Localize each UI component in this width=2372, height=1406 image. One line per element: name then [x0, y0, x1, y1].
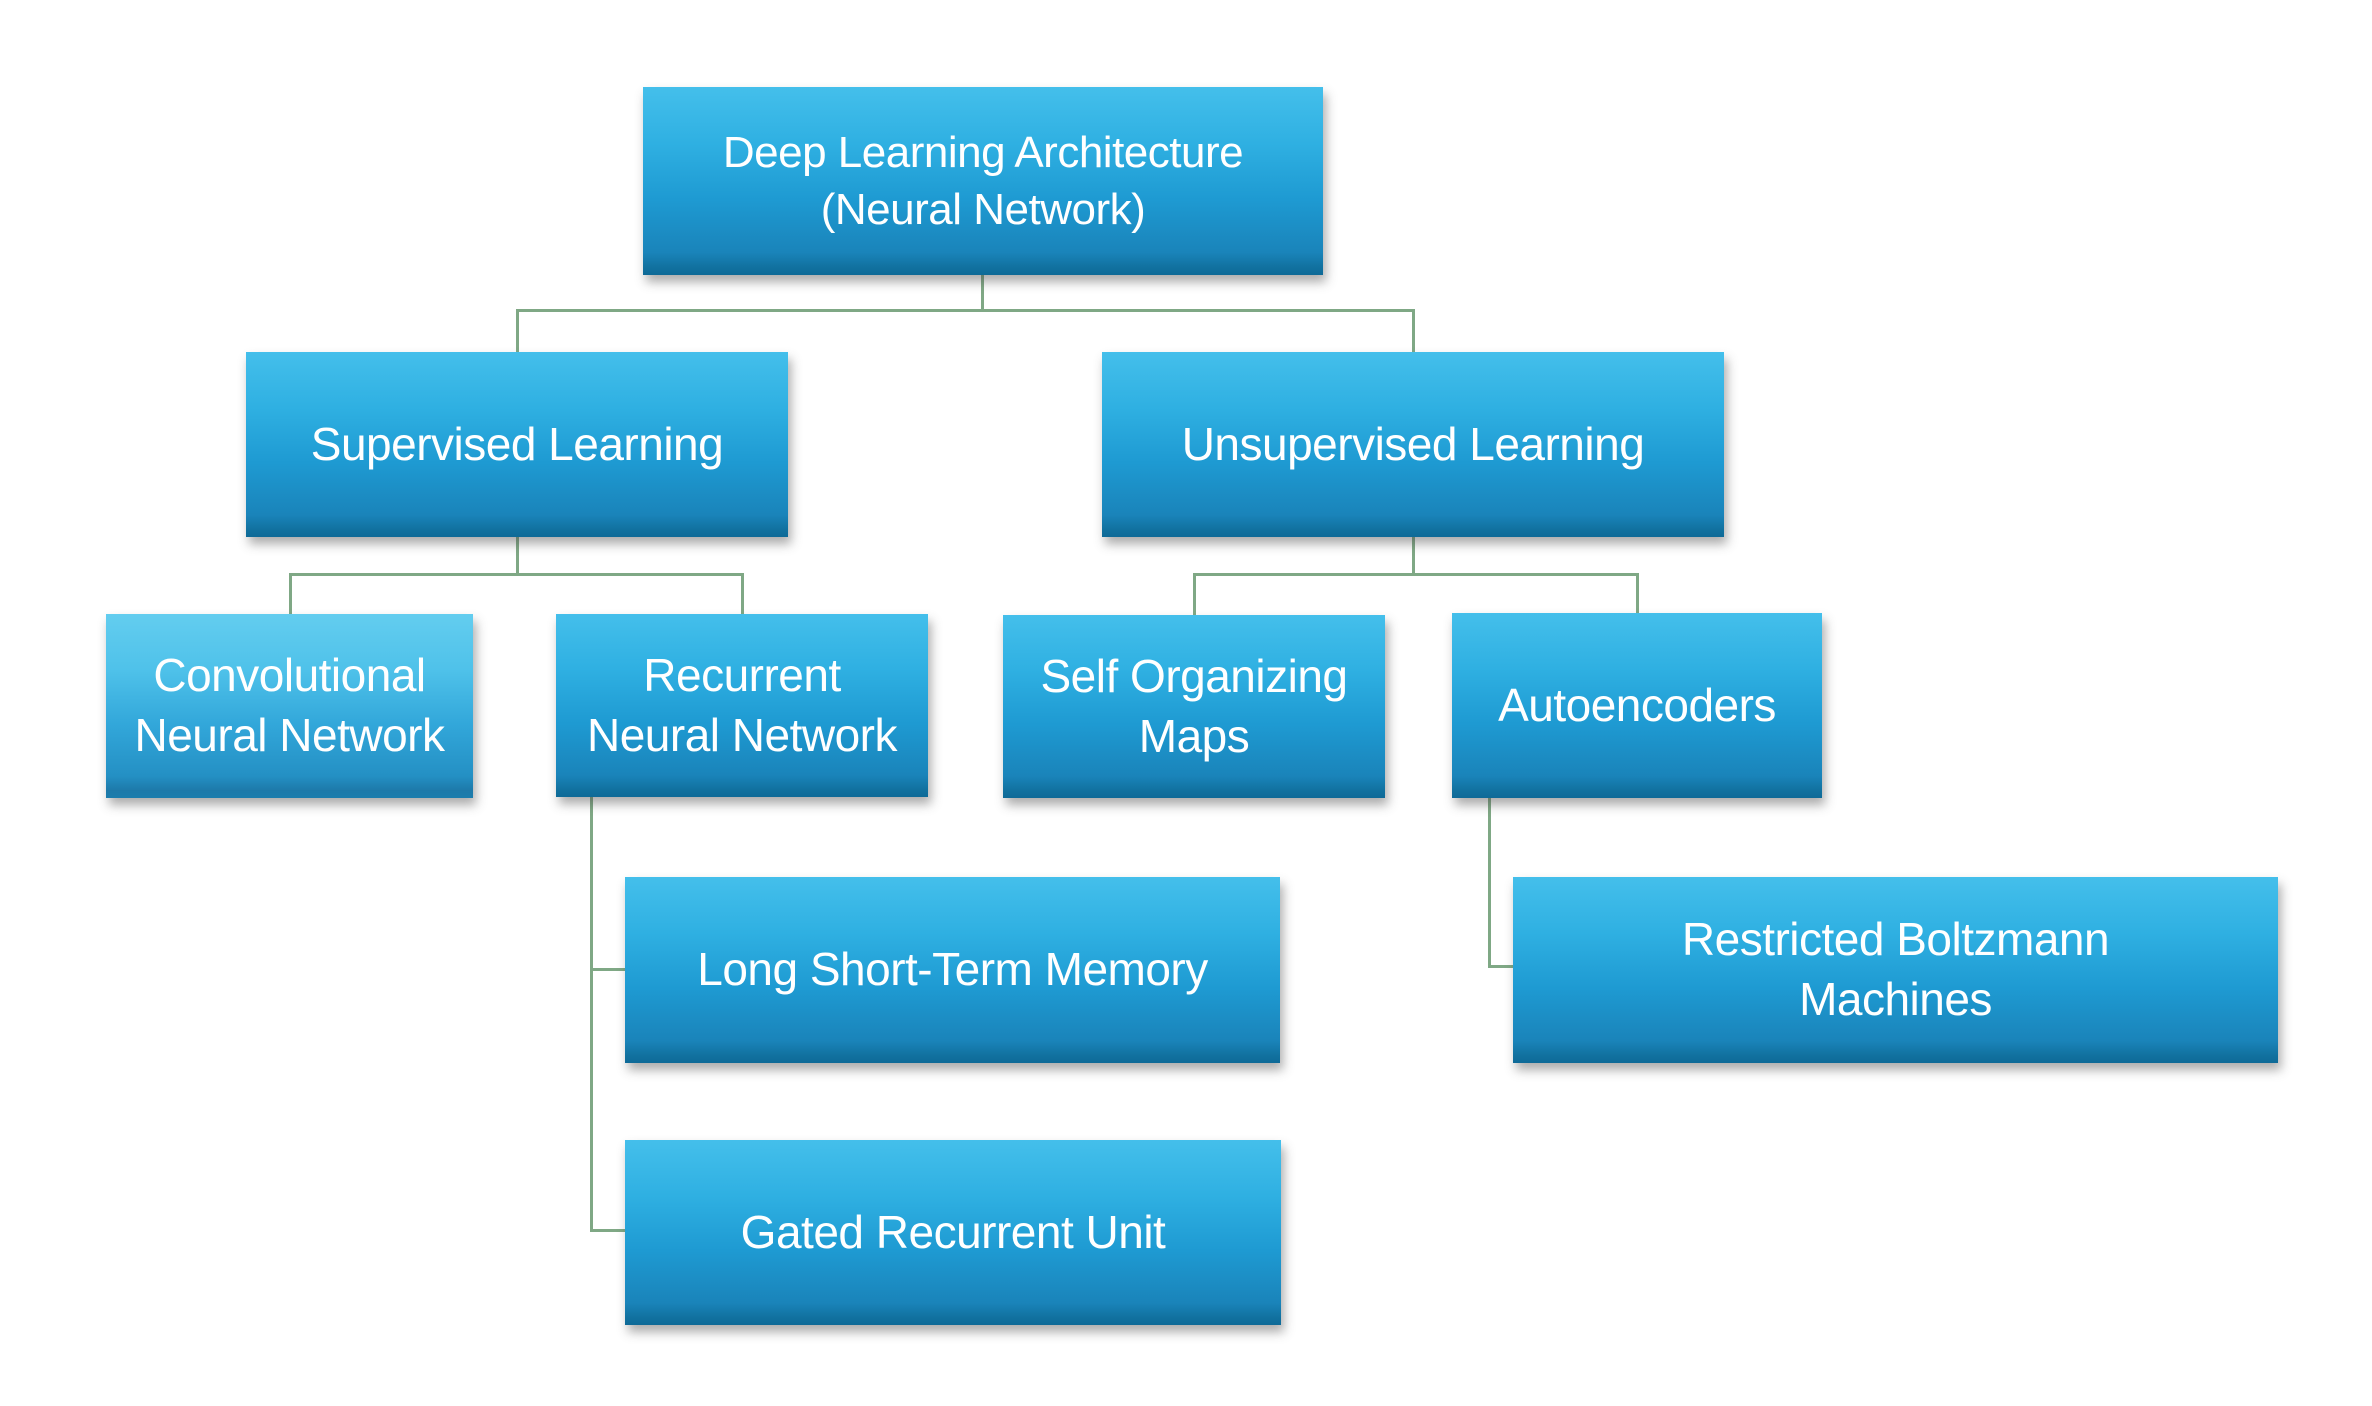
connector-drop-rnn [741, 573, 744, 614]
node-convolutional-neural-network: Convolutional Neural Network [106, 614, 473, 798]
connector-level2-horizontal [516, 309, 1415, 312]
connector-level3-left [289, 573, 744, 576]
node-autoencoders: Autoencoders [1452, 613, 1822, 798]
connector-rnn-elbow-vertical [590, 797, 593, 1232]
connector-supervised-stub [516, 537, 519, 575]
connector-gru-stub [590, 1229, 625, 1232]
connector-drop-autoencoders [1636, 573, 1639, 613]
connector-drop-supervised [516, 309, 519, 352]
connector-lstm-stub [590, 968, 625, 971]
connector-level3-right [1193, 573, 1639, 576]
node-long-short-term-memory: Long Short-Term Memory [625, 877, 1280, 1063]
node-supervised-learning: Supervised Learning [246, 352, 788, 537]
connector-unsupervised-stub [1412, 537, 1415, 575]
node-deep-learning-architecture: Deep Learning Architecture (Neural Netwo… [643, 87, 1323, 275]
connector-drop-unsupervised [1412, 309, 1415, 352]
node-restricted-boltzmann-machines: Restricted Boltzmann Machines [1513, 877, 2278, 1063]
connector-drop-cnn [289, 573, 292, 614]
connector-drop-som [1193, 573, 1196, 615]
node-gated-recurrent-unit: Gated Recurrent Unit [625, 1140, 1281, 1325]
node-recurrent-neural-network: Recurrent Neural Network [556, 614, 928, 797]
node-unsupervised-learning: Unsupervised Learning [1102, 352, 1724, 537]
connector-rbm-stub [1488, 965, 1513, 968]
connector-root-stub [981, 271, 984, 311]
node-self-organizing-maps: Self Organizing Maps [1003, 615, 1385, 798]
connector-autoenc-elbow-vertical [1488, 798, 1491, 968]
